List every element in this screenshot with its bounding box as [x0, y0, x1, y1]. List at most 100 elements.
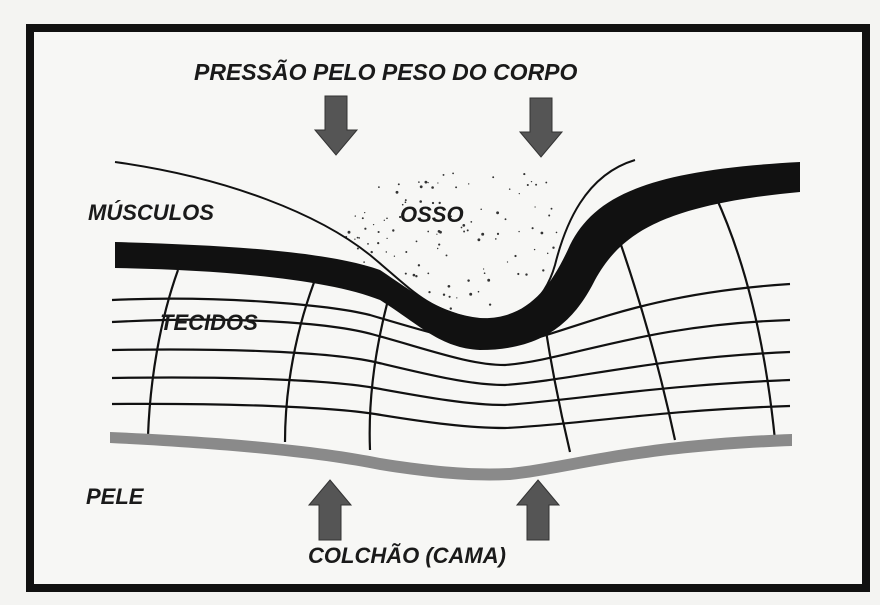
bone-speck [488, 303, 492, 306]
bone-speck [356, 247, 359, 250]
bone-speck [487, 278, 491, 282]
bone-speck [548, 214, 551, 217]
bone-speck [496, 232, 500, 235]
arrow-down-icon [313, 95, 359, 156]
bone-speck [455, 186, 458, 189]
bone-speck [506, 261, 509, 263]
bone-speck [481, 232, 485, 236]
tissue-line [111, 348, 791, 387]
bone-speck [526, 183, 529, 187]
bone-speck [412, 273, 416, 277]
bone-speck [401, 203, 404, 206]
bone-speck [395, 190, 399, 194]
bone-speck [415, 275, 418, 278]
bone-speck [428, 290, 431, 294]
bone-speck [445, 254, 448, 257]
bone-speck [470, 221, 473, 223]
bone-speck [525, 273, 528, 276]
bone-speck [442, 293, 446, 296]
bone-speck [424, 180, 428, 184]
bone-label: OSSO [400, 202, 464, 227]
bone-speck [477, 290, 480, 293]
bone-speck [364, 211, 366, 214]
bone-speck [385, 251, 388, 253]
bone-speck [504, 218, 507, 221]
muscles-label: MÚSCULOS [88, 200, 214, 225]
bone-speck [418, 181, 420, 183]
bone-speck [514, 254, 517, 258]
bone-speck [354, 215, 356, 217]
bone-speck [427, 230, 430, 233]
bone-speck [523, 173, 526, 176]
bone-speck [531, 227, 534, 230]
bone-speck [550, 207, 553, 210]
bone-speck [449, 307, 452, 310]
bone-speck [419, 185, 423, 189]
bone-speck [518, 192, 520, 195]
bone-speck [508, 188, 511, 190]
bone-speck [450, 215, 453, 218]
bone-speck [535, 183, 538, 186]
bone-speck [452, 172, 454, 175]
bone-speck [477, 238, 481, 242]
bone-speck [393, 255, 396, 257]
arrow-up-icon [515, 479, 561, 541]
bone-speck [540, 231, 544, 235]
mattress-label: COLCHÃO (CAMA) [308, 543, 506, 568]
bone-speck [534, 206, 536, 208]
bone-speck [545, 181, 548, 184]
bone-speck [386, 237, 388, 240]
bone-speck [438, 243, 441, 246]
arrow-up-icon [307, 479, 353, 541]
bone-speck [494, 238, 497, 240]
skin-label: PELE [86, 484, 145, 509]
bone-speck [517, 272, 520, 276]
bone-speck [347, 230, 351, 234]
bone-speck [480, 208, 482, 211]
bone-speck [377, 230, 380, 234]
tissue-line [111, 318, 791, 367]
bone-speck [404, 199, 407, 202]
bone-speck [555, 231, 558, 234]
bone-speck [392, 229, 395, 232]
bone-speck [483, 272, 486, 275]
tissue-column [368, 299, 390, 451]
pressure-label: PRESSÃO PELO PESO DO CORPO [194, 58, 578, 85]
bone-speck [438, 201, 441, 205]
bone-speck [463, 230, 466, 233]
bone-speck [469, 292, 473, 296]
bone-speck [437, 182, 439, 184]
bone-speck [468, 183, 470, 185]
bone-speck [448, 295, 451, 298]
bone-speck [404, 272, 407, 275]
bone-speck [533, 248, 536, 251]
tissue-column [714, 194, 777, 441]
tissue-column [283, 271, 320, 443]
bone-speck [427, 272, 430, 275]
bone-speck [363, 261, 365, 263]
bone-speck [546, 252, 549, 255]
bone-speck [447, 284, 451, 288]
bone-speck [367, 243, 369, 245]
tissue-column [146, 269, 180, 437]
muscle-band [115, 162, 800, 350]
bone-speck [439, 230, 442, 234]
bone-speck [542, 269, 545, 272]
bone-speck [405, 251, 408, 253]
bone-speck [456, 297, 458, 299]
arrow-down-icon [518, 97, 564, 158]
bone-speck [354, 238, 356, 240]
tissue-line [111, 376, 791, 407]
bone-speck [399, 215, 402, 219]
bone-speck [482, 268, 485, 270]
bone-speck [462, 224, 466, 227]
tissue-line [111, 402, 791, 430]
bone-speck [442, 173, 445, 176]
bone-speck [427, 181, 429, 184]
tissue-column [543, 324, 572, 453]
bone-speck [552, 246, 555, 249]
bone-speck [431, 201, 435, 205]
bone-speck [356, 236, 359, 239]
tissue-column [618, 241, 677, 441]
